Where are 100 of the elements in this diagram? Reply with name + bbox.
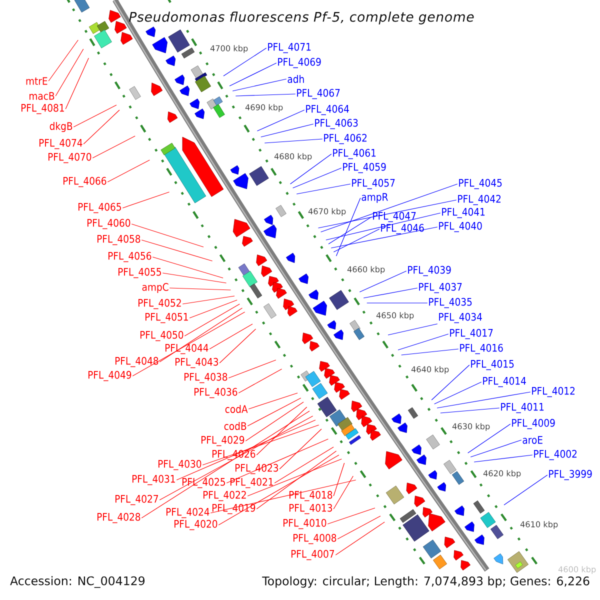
gene-label: PFL_4051: [145, 312, 188, 324]
scale-label: 4630 kbp: [452, 423, 490, 431]
gene-label: PFL_4022: [203, 490, 246, 502]
leader-line: [235, 94, 296, 96]
scale-label: 4660 kbp: [347, 266, 385, 274]
scale-label: 4640 kbp: [411, 366, 449, 374]
gene-label: macB: [30, 92, 54, 100]
gene-label: PFL_3999: [549, 470, 592, 480]
leader-line: [247, 398, 302, 426]
gene-label: PFL_4020: [174, 520, 218, 530]
leader-line: [274, 446, 334, 484]
gene-label: PFL_4050: [140, 330, 184, 342]
leader-line: [169, 288, 232, 290]
leader-line: [366, 302, 428, 304]
gene-label: aroE: [522, 436, 542, 444]
scale-label: 4670 kbp: [308, 208, 346, 216]
gene-label: PFL_4029: [201, 436, 244, 446]
leader-line: [48, 40, 78, 82]
gene-label: PFL_4056: [108, 252, 152, 262]
leader-line: [202, 424, 320, 466]
leader-line: [504, 474, 548, 506]
gene-label: codA: [225, 404, 248, 414]
leader-line: [333, 476, 354, 510]
leader-line: [132, 312, 246, 376]
scale-label: 4690 kbp: [245, 104, 283, 112]
gene-label: PFL_4016: [460, 344, 503, 354]
leader-line: [162, 272, 227, 284]
gene-label: PFL_4043: [175, 358, 218, 368]
scale-label: 4650 kbp: [376, 312, 414, 320]
leader-line: [245, 402, 304, 442]
leader-line: [229, 62, 277, 86]
gene-label: PFL_4047: [373, 212, 416, 222]
leader-line: [440, 408, 500, 414]
leader-line: [247, 458, 342, 496]
leader-line: [55, 48, 84, 96]
gene-label: PFL_4018: [289, 490, 332, 502]
leader-line: [256, 110, 305, 132]
gene-label: PFL_4008: [293, 534, 336, 544]
gene-label: PFL_4045: [459, 178, 502, 190]
leader-line: [292, 168, 342, 188]
gene-label: PFL_4010: [283, 518, 326, 530]
leader-line: [256, 406, 308, 456]
gene-label: PFL_4052: [138, 298, 181, 310]
leader-line: [210, 480, 356, 514]
leader-line: [232, 78, 287, 92]
gene-label: PFL_4024: [166, 508, 210, 518]
leader-line: [388, 324, 438, 336]
gene-label: PFL_4039: [408, 266, 451, 276]
gene-label: PFL_4037: [419, 282, 462, 294]
gene-label: PFL_4021: [230, 478, 273, 488]
leader-line: [290, 154, 332, 184]
gene-label: PFL_4031: [132, 474, 175, 486]
scale-label: 4620 kbp: [483, 470, 521, 478]
gene-label: dkgB: [50, 122, 72, 132]
gene-label: PFL_4027: [115, 494, 158, 506]
leader-line: [335, 522, 385, 556]
gene-label: PFL_4046: [381, 224, 424, 234]
leader-line: [122, 192, 170, 208]
leader-line: [209, 324, 253, 350]
gene-label: ampR: [362, 193, 388, 203]
gene-label: PFL_4071: [268, 42, 311, 54]
leader-line: [401, 348, 459, 356]
gene-label: PFL_4011: [501, 402, 544, 414]
gene-label: PFL_4066: [63, 176, 106, 188]
leader-line: [436, 392, 531, 408]
gene-label: PFL_4070: [48, 152, 92, 164]
leader-line: [333, 228, 380, 252]
leader-line: [328, 216, 372, 244]
gene-label: PFL_4028: [97, 512, 140, 524]
scale-label: 4700 kbp: [210, 45, 248, 53]
gene-label: PFL_4014: [483, 376, 526, 388]
footer-text: Accession: NC_004129: [10, 576, 145, 588]
gene-label: mtrE: [26, 77, 48, 85]
scale-label: 4610 kbp: [520, 521, 558, 529]
gene-label: PFL_4030: [158, 460, 202, 470]
gene-label: PFL_4055: [118, 268, 161, 278]
leader-line: [330, 226, 438, 248]
leader-line: [470, 440, 522, 458]
gene-label: PFL_4061: [333, 148, 376, 160]
footer-text: Topology: circular; Length: 7,074,893 bp; Genes: 6,226: [262, 576, 590, 588]
gene-label: PFL_4009: [512, 418, 555, 430]
leader-line: [326, 212, 441, 240]
gene-label: PFL_4048: [115, 356, 158, 368]
gene-label: PFL_4059: [343, 162, 386, 174]
leader-line: [359, 270, 407, 292]
leader-line: [65, 58, 89, 110]
gene-label: PFL_4038: [184, 372, 228, 384]
leader-line: [218, 454, 340, 526]
gene-label: PFL_4081: [21, 104, 64, 114]
gene-label: PFL_4065: [78, 202, 121, 214]
leader-line: [131, 224, 204, 248]
scale-label: 4680 kbp: [274, 153, 312, 161]
gene-label: PFL_4060: [87, 218, 130, 230]
leader-line: [159, 416, 314, 500]
leader-line: [431, 364, 470, 400]
gene-label: PFL_4067: [297, 88, 340, 100]
leader-line: [228, 360, 276, 378]
leader-line: [182, 296, 235, 304]
leader-line: [238, 368, 282, 394]
leader-line: [184, 304, 240, 336]
